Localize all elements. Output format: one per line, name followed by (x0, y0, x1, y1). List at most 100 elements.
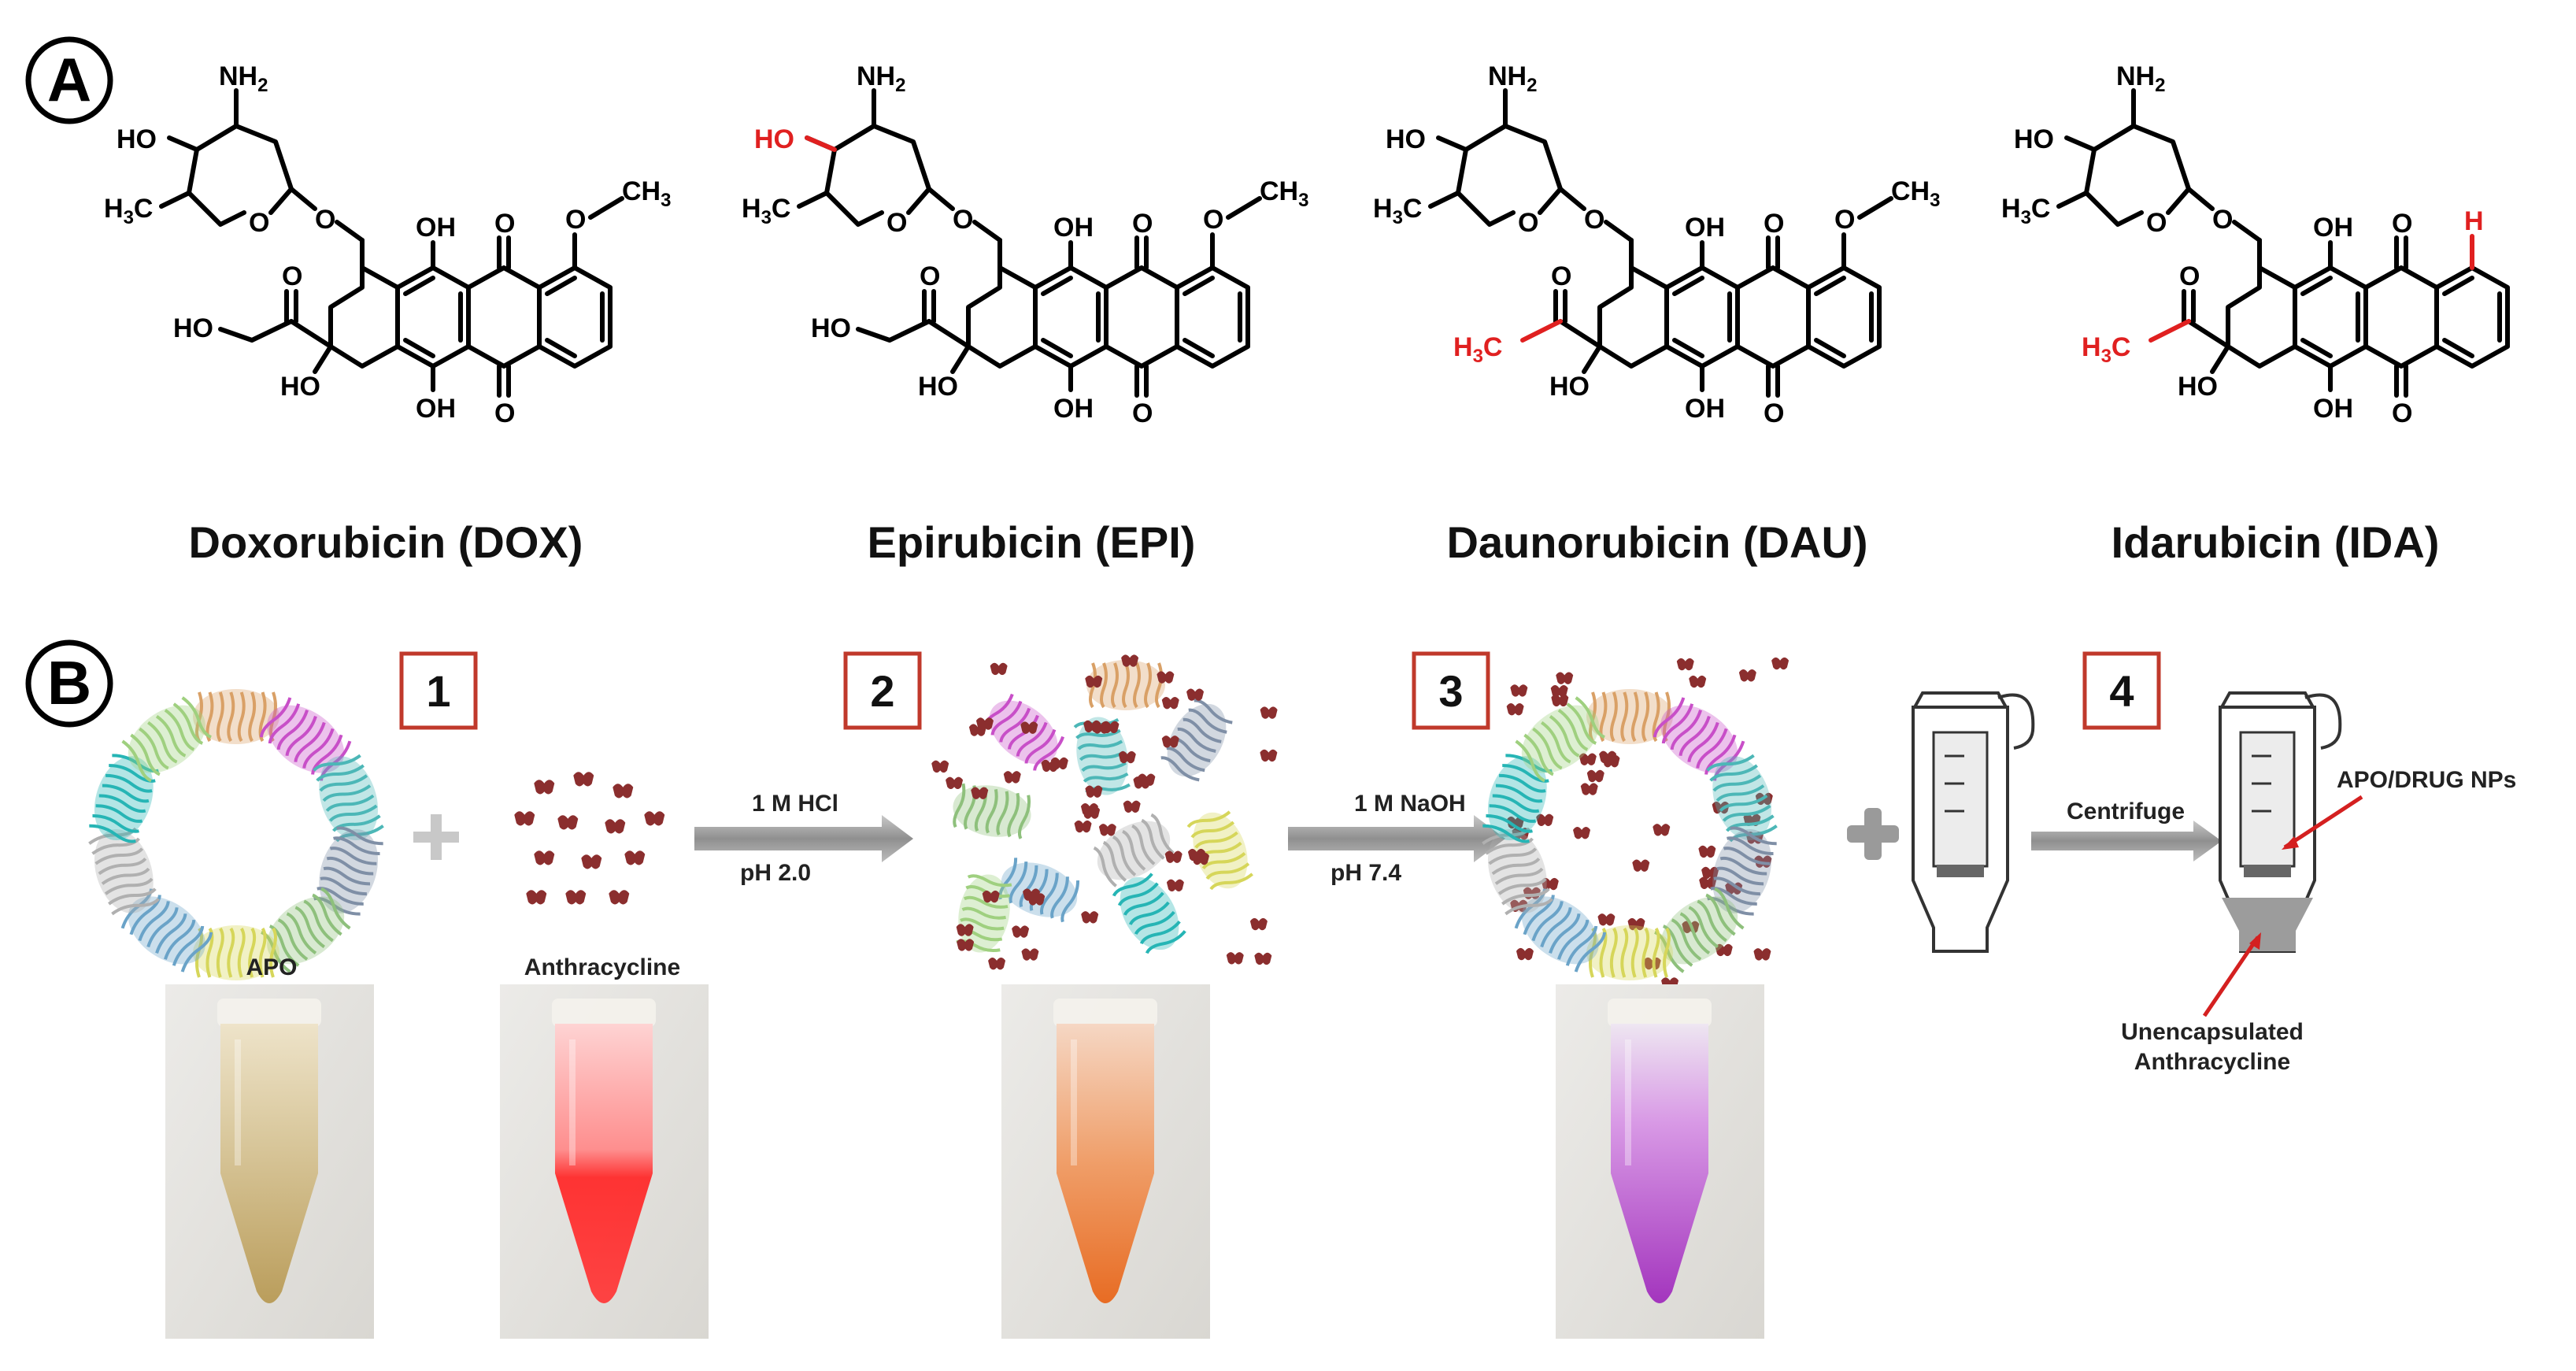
photo-base-tube (1556, 984, 1764, 1339)
sugar-hydroxyl-label: HO (2014, 124, 2054, 154)
stage2-drug-32 (1080, 803, 1098, 816)
dissociated-subunit-9 (1112, 873, 1186, 954)
stage3-drug-27 (1701, 866, 1719, 880)
stage3-drug-30 (1712, 801, 1730, 814)
sugar-amine-label: NH2 (1488, 61, 1537, 96)
sugar-ring-oxygen: O (249, 208, 269, 238)
stage3-drug-26 (1550, 685, 1568, 698)
side-chain-carbonyl-oxygen: O (2179, 261, 2200, 291)
side-chain-carbonyl-oxygen: O (920, 261, 940, 291)
stage3-drug-37 (1699, 876, 1717, 889)
side-chain-carbonyl-oxygen: O (282, 261, 302, 291)
ring-a-hydrogen: H (2464, 206, 2484, 236)
stage2-drug-25 (1138, 773, 1156, 786)
stage2-drug-29 (946, 776, 964, 790)
sugar-methyl-label: H3C (1373, 194, 1422, 228)
stage2-drug-33 (1081, 911, 1099, 924)
stage2-drug-11 (990, 662, 1008, 676)
drug-name-4: Idarubicin (IDA) (2112, 517, 2440, 567)
stage2-drug-22 (957, 939, 975, 951)
drug-particle-10 (624, 850, 646, 865)
stage3-drug-39 (1627, 917, 1645, 931)
quinone-oxygen-bottom: O (1764, 398, 1784, 428)
sugar-amine-label: NH2 (219, 61, 268, 96)
reassembled-subunit-5 (1654, 887, 1745, 973)
dissociated-subunit-5 (953, 783, 1031, 839)
svg-text:4: 4 (2109, 666, 2134, 716)
stage2-drug-16 (1161, 736, 1179, 748)
centrifuge-label: Centrifuge (2067, 799, 2185, 824)
side-chain-carbonyl-oxygen: O (1551, 261, 1571, 291)
panel-b-badge (25, 639, 113, 728)
sugar-methyl-label: H3C (2001, 194, 2050, 228)
reassembled-subunit-6 (1586, 925, 1673, 980)
stage3-drug-4 (1556, 672, 1574, 684)
sugar-methyl-label: H3C (104, 194, 153, 228)
centrifuge-arrow: Centrifuge (2031, 799, 2222, 862)
unencap-label-line1: Unencapsulated (2121, 1019, 2304, 1045)
reassembled-apo-drug-cage (1482, 657, 1790, 990)
quinone-oxygen-bottom: O (494, 398, 515, 428)
ring-c-hydroxyl-top: OH (416, 213, 456, 243)
stage2-drug-28 (1085, 675, 1103, 688)
methoxy-methyl: CH3 (622, 176, 671, 211)
stage3-drug-6 (1715, 943, 1733, 957)
drug-particle-7 (644, 811, 665, 826)
ring-c-hydroxyl-bottom: OH (1685, 394, 1725, 424)
stage2-drug-24 (1092, 721, 1110, 734)
c9-hydroxyl: HO (2178, 372, 2218, 402)
stage3-drug-33 (1586, 769, 1604, 783)
stage2-drug-1 (1098, 824, 1116, 836)
dissociated-subunit-8 (1093, 813, 1175, 887)
ring-c-hydroxyl-top: OH (2313, 213, 2353, 243)
stage2-drug-44 (1166, 879, 1184, 892)
sugar-ring-oxygen: O (2146, 208, 2167, 238)
stage2-drug-37 (1023, 888, 1041, 901)
stage2-drug-14 (1260, 706, 1278, 719)
quinone-oxygen-top: O (1132, 209, 1153, 239)
stage3-drug-23 (1580, 783, 1598, 795)
stage2-drug-23 (1012, 925, 1030, 938)
glycosidic-oxygen: O (953, 205, 973, 235)
base-arrow: 1 M NaOH pH 7.4 (1288, 791, 1505, 886)
drug-particle-6 (605, 819, 626, 834)
acid-reagent-label: 1 M HCl (752, 791, 838, 817)
stage3-drug-38 (1536, 813, 1554, 827)
apo-subunit-1 (193, 689, 279, 744)
photo-apo-tube (165, 984, 374, 1339)
drug-particle-5 (557, 815, 579, 830)
unencap-label-line2: Anthracycline (2134, 1049, 2290, 1075)
stage2-drug-7 (1157, 671, 1175, 684)
sugar-amine-label: NH2 (857, 61, 905, 96)
step-box-4: 4 (2082, 651, 2161, 730)
stage2-drug-12 (1254, 952, 1272, 965)
svg-text:2: 2 (870, 666, 894, 716)
ring-c-hydroxyl-top: OH (1053, 213, 1094, 243)
photo-anthracycline-tube (500, 984, 709, 1339)
dissociated-subunit-6 (1186, 810, 1253, 891)
drug-particle-8 (534, 850, 555, 865)
side-chain-hydroxymethyl: HO (173, 313, 213, 343)
stage2-drug-38 (1226, 952, 1244, 965)
stage3-drug-29 (1551, 694, 1569, 707)
stage2-drug-31 (1260, 749, 1278, 762)
reassembled-subunit-4 (1707, 826, 1777, 916)
step-box-1: 1 (399, 651, 478, 730)
stage2-drug-17 (988, 957, 1006, 970)
stage2-drug-40 (1187, 848, 1205, 862)
stage3-drug-19 (1599, 750, 1617, 764)
methoxy-oxygen: O (1834, 205, 1855, 235)
stage2-drug-10 (1123, 800, 1141, 813)
apo-subunit-3 (313, 754, 384, 843)
panel-a-badge (25, 36, 113, 124)
side-chain-methyl: H3C (1453, 332, 1502, 367)
dissociated-subunit-7 (998, 858, 1080, 923)
base-ph-label: pH 7.4 (1331, 860, 1401, 886)
drug-particle-12 (609, 890, 630, 905)
stage3-drug-17 (1632, 859, 1650, 872)
acid-ph-label: pH 2.0 (740, 860, 811, 886)
molecule-skeleton (799, 91, 1248, 395)
side-chain-hydroxymethyl: HO (811, 313, 851, 343)
